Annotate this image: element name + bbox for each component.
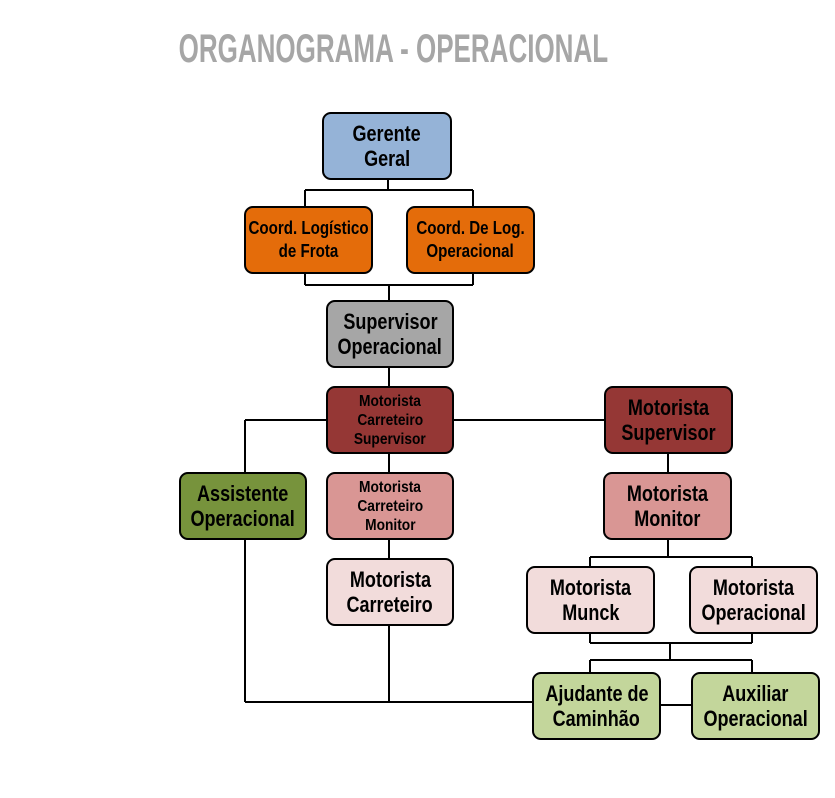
node-assistente-operacional: Assistente Operacional	[179, 472, 307, 540]
node-label-line: Supervisor	[354, 430, 426, 448]
node-ajudante-caminhao: Ajudante de Caminhão	[532, 672, 661, 740]
node-motorista-operacional: Motorista Operacional	[689, 566, 818, 634]
node-motorista-munck: Motorista Munck	[526, 566, 655, 634]
node-label-line: Carreteiro	[357, 411, 423, 429]
node-label-line: Operacional	[426, 241, 515, 261]
node-label-line: Supervisor	[621, 420, 716, 445]
node-label-line: Operacional	[703, 706, 808, 731]
node-label-line: Auxiliar	[722, 681, 789, 706]
node-label-line: Munck	[561, 600, 620, 625]
node-label-line: Motorista	[349, 567, 431, 592]
node-label-line: Motorista	[549, 575, 632, 600]
node-label-line: Caminhão	[552, 706, 641, 731]
node-label-line: Motorista	[627, 395, 710, 420]
node-label-line: Ajudante de	[544, 681, 649, 706]
node-motorista-carreteiro-monitor: Motorista Carreteiro Monitor	[326, 472, 454, 540]
node-motorista-monitor: Motorista Monitor	[603, 472, 732, 540]
node-label-line: Monitor	[364, 516, 416, 534]
node-motorista-carreteiro-supervisor: Motorista Carreteiro Supervisor	[326, 386, 454, 454]
node-label-line: Monitor	[634, 506, 701, 531]
node-motorista-supervisor: Motorista Supervisor	[604, 386, 733, 454]
node-label-line: Motorista	[359, 392, 421, 410]
node-label-line: Operacional	[190, 506, 296, 531]
node-label-line: de Frota	[278, 241, 339, 261]
node-label-line: Gerente	[352, 121, 422, 146]
node-label-line: Coord. De Log.	[416, 218, 525, 238]
node-label-line: Carreteiro	[357, 497, 423, 515]
node-label-line: Carreteiro	[346, 592, 434, 617]
node-label-line: Operacional	[701, 600, 806, 625]
node-motorista-carreteiro: Motorista Carreteiro	[326, 558, 454, 626]
node-supervisor-operacional: Supervisor Operacional	[326, 300, 454, 368]
diagram-title-text: ORGANOGRAMA - OPERACIONAL	[178, 27, 608, 71]
node-label-line: Motorista	[712, 575, 795, 600]
node-label-line: Assistente	[197, 481, 289, 506]
node-label-line: Operacional	[337, 334, 443, 359]
node-label-line: Motorista	[626, 481, 709, 506]
node-label-line: Supervisor	[342, 309, 438, 334]
node-auxiliar-operacional: Auxiliar Operacional	[691, 672, 820, 740]
node-gerente-geral: Gerente Geral	[322, 112, 452, 180]
node-label-line: Geral	[363, 146, 411, 171]
node-coord-log-operacional: Coord. De Log. Operacional	[406, 206, 535, 274]
node-label-line: Motorista	[359, 478, 421, 496]
diagram-title: ORGANOGRAMA - OPERACIONAL	[0, 24, 786, 74]
node-coord-logistico-frota: Coord. Logístico de Frota	[244, 206, 373, 274]
node-label-line: Coord. Logístico	[248, 218, 369, 238]
